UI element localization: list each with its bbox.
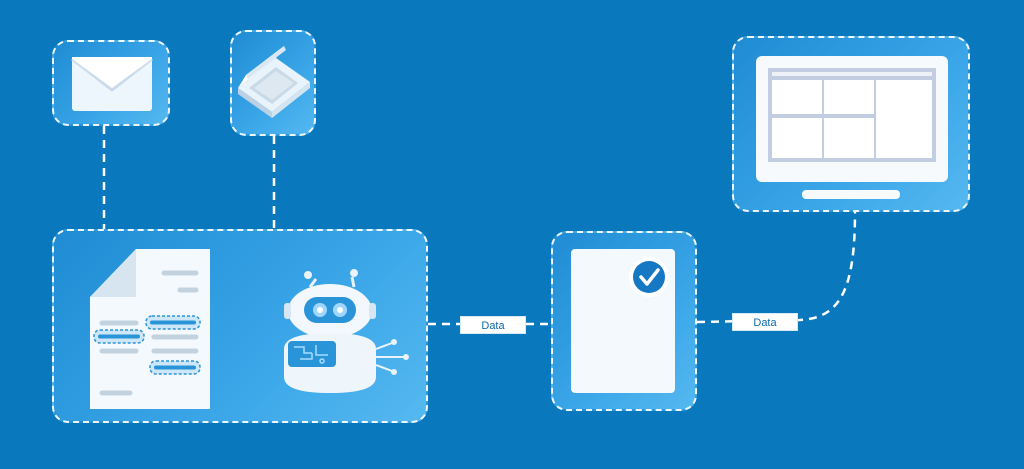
result-to-monitor-connector (696, 211, 857, 324)
monitor-icon (756, 56, 948, 199)
target-system-node (732, 36, 970, 212)
processing-illustration (90, 249, 409, 409)
robot-icon (284, 269, 409, 393)
validated-output-node (551, 231, 697, 411)
data-flow-label: Data (460, 316, 526, 334)
document-processing-node (52, 229, 428, 423)
scanner-icon (238, 46, 310, 118)
verified-document-icon (571, 249, 675, 393)
form-document-icon (90, 249, 210, 409)
envelope-icon (71, 57, 153, 111)
scanner-source-node (230, 30, 316, 136)
email-source-node (52, 40, 170, 126)
data-flow-label: Data (732, 313, 798, 331)
